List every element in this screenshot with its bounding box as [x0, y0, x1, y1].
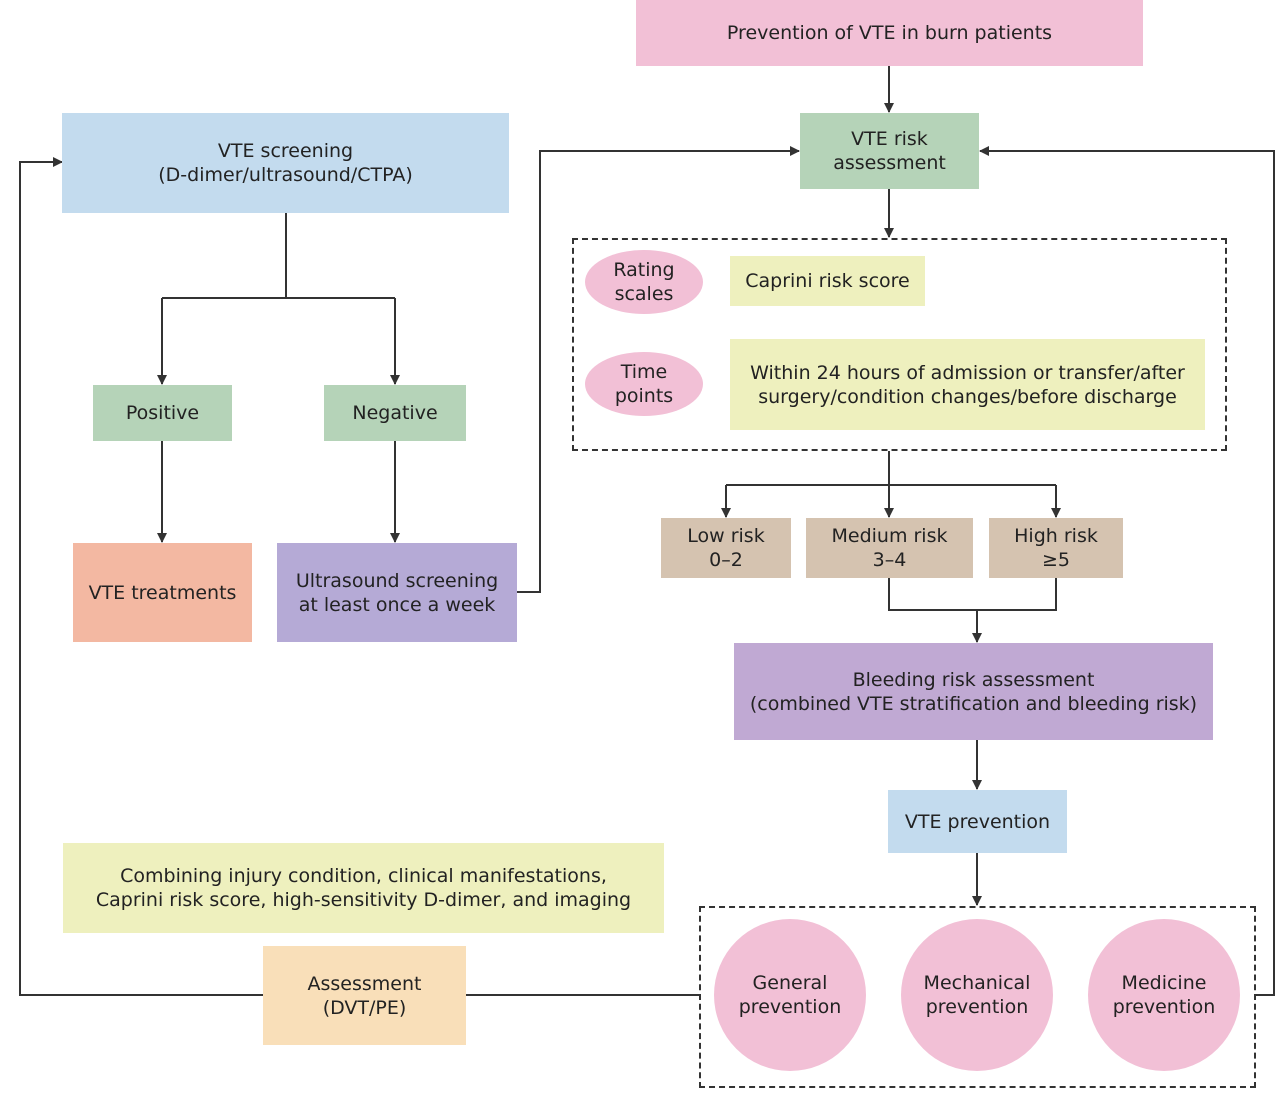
bleeding-risk-line1: Bleeding risk assessment: [852, 668, 1095, 691]
general-prevention-line1: General: [752, 972, 828, 994]
vte-treatments-box: VTE treatments: [73, 543, 252, 642]
negative-box: Negative: [324, 385, 466, 441]
caprini-risk-score-label: Caprini risk score: [745, 270, 910, 292]
medicine-prevention-line1: Medicine: [1121, 972, 1207, 994]
bleeding-risk-line2: (combined VTE stratification and bleedin…: [749, 692, 1198, 715]
mechanical-prevention-line2: prevention: [925, 996, 1029, 1018]
combining-criteria-line2: Caprini risk score, high-sensitivity D-d…: [95, 889, 632, 911]
high-risk-line1: High risk: [1014, 525, 1098, 547]
caprini-risk-score-box: Caprini risk score: [730, 256, 925, 306]
assessment-dvt-pe-box: Assessment (DVT/PE): [263, 946, 466, 1045]
rating-scales-line1: Rating: [613, 259, 675, 281]
ultrasound-screening-box: Ultrasound screening at least once a wee…: [277, 543, 517, 642]
prevention-methods-frame: [699, 906, 1256, 1088]
title-box: Prevention of VTE in burn patients: [636, 0, 1143, 66]
bleeding-risk-box: Bleeding risk assessment (combined VTE s…: [734, 643, 1213, 740]
vte-prevention-label: VTE prevention: [904, 810, 1051, 833]
general-prevention-line2: prevention: [738, 996, 842, 1018]
general-prevention-circle: General prevention: [714, 919, 866, 1071]
assessment-line2: (DVT/PE): [322, 996, 407, 1019]
medicine-prevention-circle: Medicine prevention: [1088, 919, 1240, 1071]
ultrasound-line1: Ultrasound screening: [295, 569, 499, 592]
mechanical-prevention-line1: Mechanical: [923, 972, 1031, 994]
positive-box: Positive: [93, 385, 232, 441]
time-points-line2: points: [614, 385, 674, 407]
rating-scales-line2: scales: [614, 283, 674, 305]
vte-screening-box: VTE screening (D-dimer/ultrasound/CTPA): [62, 113, 509, 213]
assessment-line1: Assessment: [307, 972, 422, 995]
mechanical-prevention-circle: Mechanical prevention: [901, 919, 1053, 1071]
time-points-detail-line2: surgery/condition changes/before dischar…: [758, 385, 1177, 408]
risk-assessment-line1: VTE risk: [851, 128, 928, 150]
vte-screening-line1: VTE screening: [217, 140, 354, 162]
negative-label: Negative: [352, 402, 438, 424]
title-text: Prevention of VTE in burn patients: [726, 22, 1053, 44]
vte-treatments-label: VTE treatments: [88, 581, 237, 604]
vte-risk-assessment-box: VTE risk assessment: [800, 113, 979, 189]
low-risk-line1: Low risk: [687, 525, 765, 547]
medium-risk-box: Medium risk 3–4: [806, 518, 973, 578]
positive-label: Positive: [125, 402, 200, 424]
risk-assessment-line2: assessment: [833, 152, 946, 174]
medium-risk-line1: Medium risk: [831, 525, 948, 547]
combining-criteria-line1: Combining injury condition, clinical man…: [120, 865, 607, 887]
time-points-detail-line1: Within 24 hours of admission or transfer…: [750, 361, 1185, 384]
time-points-line1: Time: [620, 361, 668, 383]
medicine-prevention-line2: prevention: [1112, 996, 1216, 1018]
low-risk-box: Low risk 0–2: [661, 518, 791, 578]
risk-assessment-details-frame: [572, 238, 1227, 451]
low-risk-line2: 0–2: [709, 549, 743, 571]
vte-screening-line2: (D-dimer/ultrasound/CTPA): [158, 164, 413, 186]
medium-risk-line2: 3–4: [872, 549, 907, 571]
time-points-detail-box: Within 24 hours of admission or transfer…: [730, 339, 1205, 430]
vte-prevention-box: VTE prevention: [888, 790, 1067, 853]
high-risk-line2: ≥5: [1041, 549, 1070, 571]
high-risk-box: High risk ≥5: [989, 518, 1123, 578]
rating-scales-oval: Rating scales: [585, 250, 703, 314]
ultrasound-line2: at least once a week: [298, 593, 496, 616]
combining-criteria-box: Combining injury condition, clinical man…: [63, 843, 664, 933]
time-points-oval: Time points: [585, 352, 703, 416]
